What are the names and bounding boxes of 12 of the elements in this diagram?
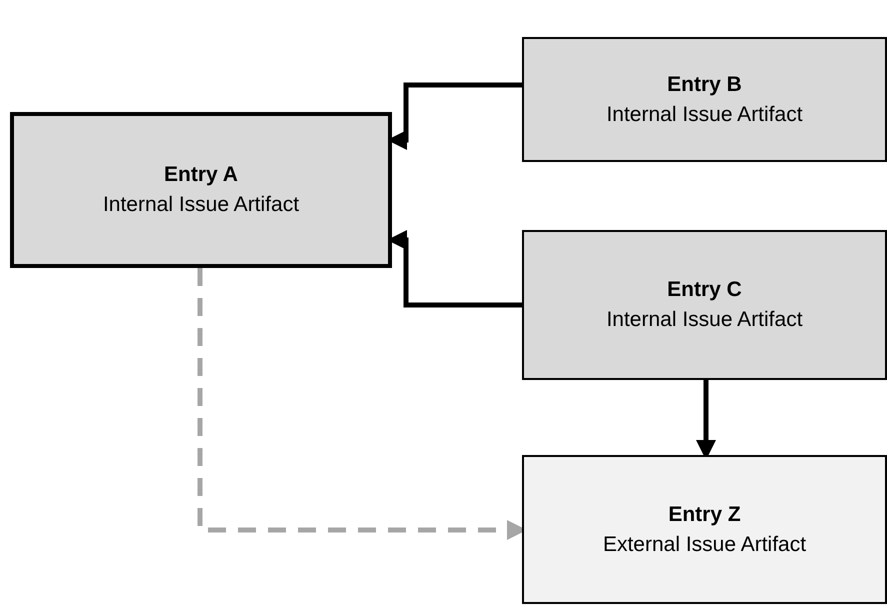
box-title: Entry A: [164, 162, 238, 188]
process-box: [522, 230, 887, 380]
box-title: Entry B: [667, 72, 742, 98]
process-box: [522, 37, 887, 162]
process-box: [10, 112, 392, 268]
box-subtitle: Internal Issue Artifact: [606, 102, 803, 128]
process-box: [522, 455, 887, 604]
box-subtitle: Internal Issue Artifact: [606, 307, 803, 333]
box-subtitle: External Issue Artifact: [602, 532, 806, 558]
box-title: Entry C: [667, 277, 742, 303]
box-subtitle: Internal Issue Artifact: [102, 192, 300, 218]
box-title: Entry Z: [668, 502, 741, 528]
